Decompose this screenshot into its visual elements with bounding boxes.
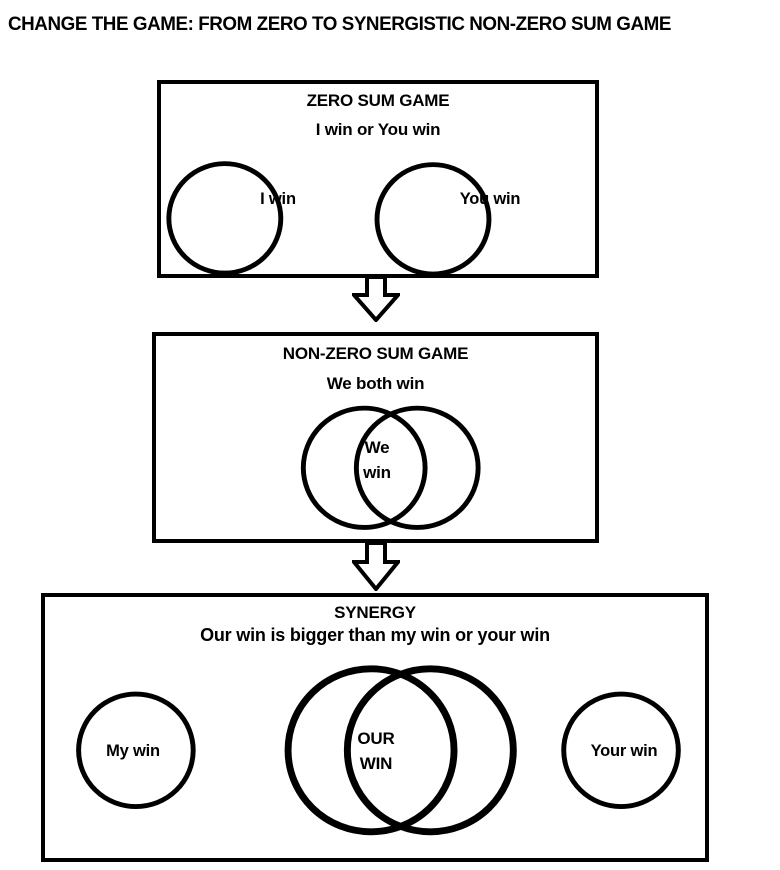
stage-subtitle-synergy: Our win is bigger than my win or your wi… bbox=[200, 625, 550, 645]
stage-header-non-zero-sum-game: NON-ZERO SUM GAME bbox=[282, 344, 469, 363]
page-title: CHANGE THE GAME: FROM ZERO TO SYNERGISTI… bbox=[8, 13, 671, 35]
circle-label-we-win: We win bbox=[340, 435, 414, 485]
stage-box-zero-sum-game: ZERO SUM GAME I win or You win bbox=[157, 80, 599, 278]
stage-subtitle-non-zero-sum-game: We both win bbox=[326, 374, 425, 393]
circle-label-we-win-line2: win bbox=[363, 463, 391, 482]
circle-label-our-win-line2: WIN bbox=[359, 754, 393, 773]
arrow-zero-to-nonzero-icon bbox=[352, 277, 400, 322]
circle-label-our-win-line1: OUR bbox=[357, 729, 395, 748]
stage-header-synergy: SYNERGY bbox=[334, 603, 416, 622]
circle-you-win bbox=[374, 162, 492, 274]
circle-label-my-win: My win bbox=[106, 742, 160, 760]
venn-shapes-zero-sum bbox=[161, 84, 595, 274]
circle-i-win bbox=[166, 161, 284, 274]
stage-box-non-zero-sum-game: NON-ZERO SUM GAME We both win bbox=[152, 332, 599, 543]
stage-header-zero-sum-game: ZERO SUM GAME bbox=[306, 91, 450, 110]
circle-label-we-win-line1: We bbox=[364, 438, 390, 457]
circle-label-you-win: You win bbox=[459, 190, 521, 208]
circle-label-our-win: OUR WIN bbox=[337, 726, 415, 776]
stage-subtitle-zero-sum-game: I win or You win bbox=[315, 120, 441, 139]
arrow-nonzero-to-synergy-icon bbox=[352, 543, 400, 591]
circle-label-i-win: I win bbox=[260, 190, 296, 208]
circle-label-your-win: Your win bbox=[590, 742, 658, 760]
